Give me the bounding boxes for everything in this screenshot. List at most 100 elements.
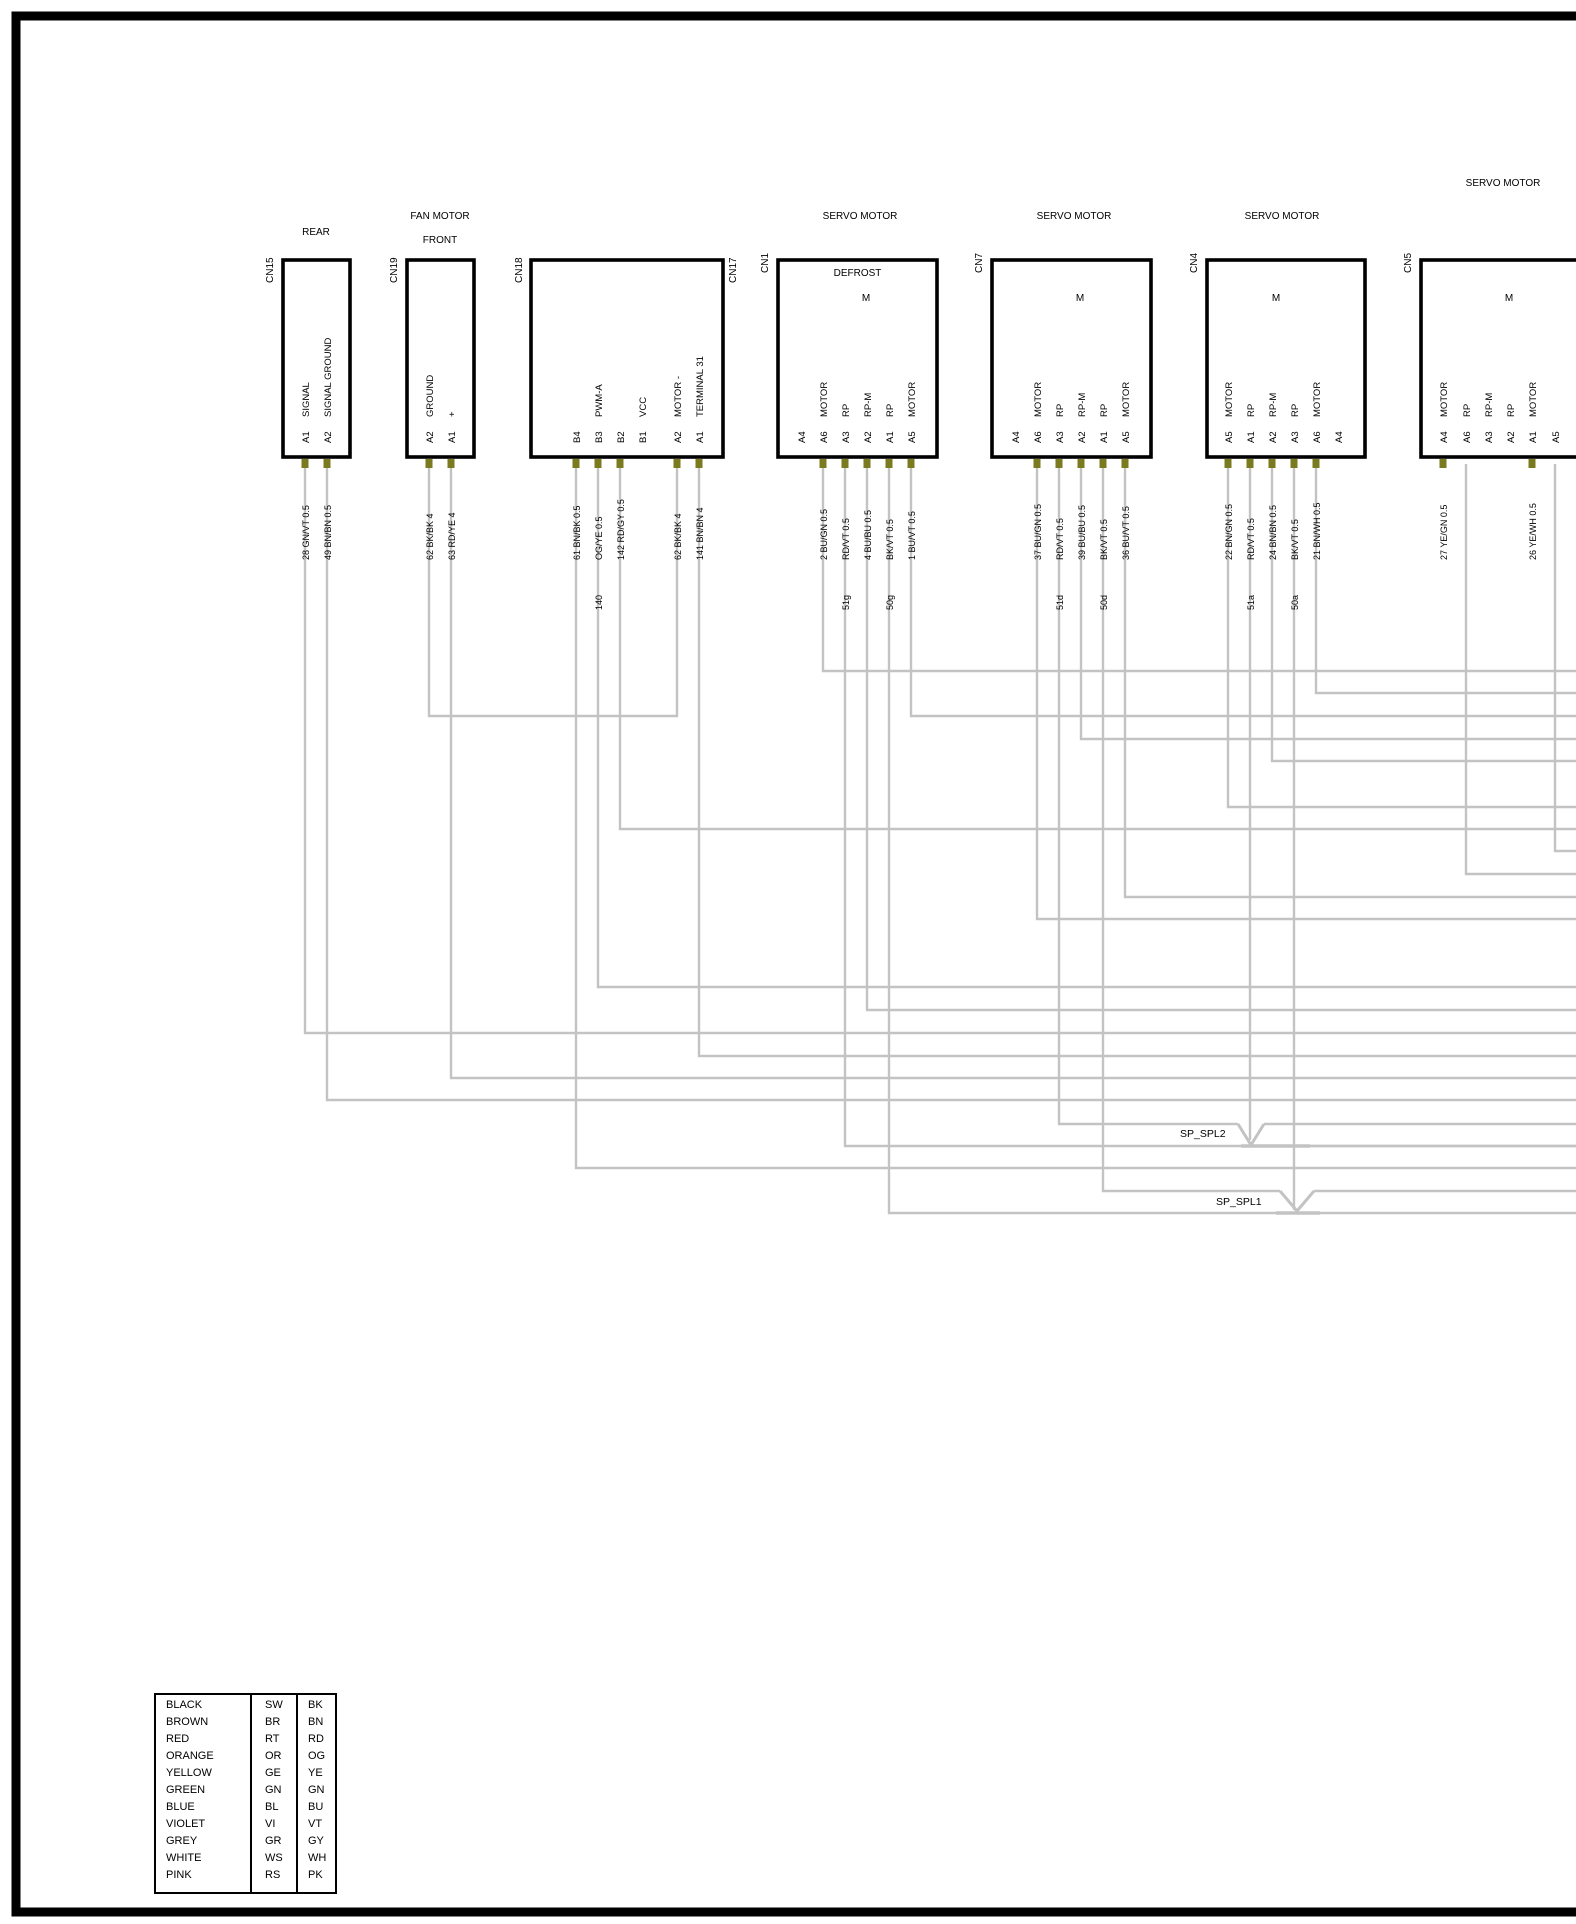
terminal <box>594 459 602 468</box>
pin-label: A1 <box>301 431 312 443</box>
pin-label: A3 <box>841 431 852 443</box>
pin-function: RP <box>885 404 896 417</box>
wire-label: 49 BN/BN 0.5 <box>323 505 333 560</box>
wire-label: 28 GN/VT 0.5 <box>301 505 311 560</box>
pin-function: RP <box>1055 404 1066 417</box>
legend-code-en: OG <box>308 1750 325 1762</box>
pin-label: A5 <box>1121 431 1132 443</box>
pin-label: B1 <box>638 431 649 443</box>
pin-function: RP-M <box>1077 393 1088 417</box>
wire-label: 22 BN/GN 0.5 <box>1224 504 1234 560</box>
pin-label: A6 <box>1462 431 1473 443</box>
connector-id: CN1 <box>760 253 771 273</box>
wire-label: 4 BU/BU 0.5 <box>863 510 873 560</box>
wire-label: BK/VT 0.5 <box>885 519 895 560</box>
pin-function: SIGNAL <box>301 382 312 417</box>
pin-label: A6 <box>819 431 830 443</box>
pin-label: A6 <box>1033 431 1044 443</box>
legend-code-en: BK <box>308 1699 323 1711</box>
terminal <box>1224 459 1232 468</box>
pin-function: SIGNAL GROUND <box>323 338 334 417</box>
wire <box>887 464 1276 1215</box>
terminal <box>1121 459 1129 468</box>
legend-color-name: PINK <box>166 1869 192 1881</box>
wire-label: 26 YE/WH 0.5 <box>1528 503 1538 560</box>
legend-color-name: GREEN <box>166 1784 205 1796</box>
wire <box>1035 464 1576 921</box>
wire-label: 141 BN/BN 4 <box>695 507 705 560</box>
pin-function: + <box>447 411 458 417</box>
wire-label: 63 RD/YE 4 <box>447 512 457 560</box>
legend-code-de: GN <box>265 1784 282 1796</box>
legend-code-de: GR <box>265 1835 282 1847</box>
connector-title: SERVO MOTOR <box>1037 211 1112 222</box>
pin-function: MOTOR <box>1121 382 1132 417</box>
connector-inner-label: DEFROST <box>834 268 882 279</box>
legend-code-de: GE <box>265 1767 281 1779</box>
terminal <box>323 459 331 468</box>
pin-function: MOTOR <box>1312 382 1323 417</box>
pin-label: A2 <box>323 431 334 443</box>
wire-label: 1 BU/VT 0.5 <box>907 511 917 560</box>
connector-title: FAN MOTOR <box>410 211 469 222</box>
pin-label: A4 <box>797 431 808 443</box>
wire-label: RD/VT 0.5 <box>1246 518 1256 560</box>
pin-label: A1 <box>885 431 896 443</box>
wire <box>427 464 679 718</box>
wire-label: 142 RD/GY 0.5 <box>616 499 626 560</box>
terminal <box>1033 459 1041 468</box>
pin-function: GROUND <box>425 375 436 417</box>
connector-title: SERVO MOTOR <box>1466 178 1541 189</box>
pin-label: A3 <box>1484 431 1495 443</box>
legend-code-en: YE <box>308 1767 323 1779</box>
wire <box>821 464 1576 673</box>
connector-id: CN5 <box>1403 253 1414 273</box>
pin-function: TERMINAL 31 <box>695 356 706 417</box>
terminal <box>1268 459 1276 468</box>
wire-label: OG/YE 0.5 <box>594 516 604 560</box>
wire-label: 24 BN/BN 0.5 <box>1268 505 1278 560</box>
legend-code-en: GN <box>308 1784 325 1796</box>
terminal <box>863 459 871 468</box>
terminal <box>572 459 580 468</box>
pin-function: RP-M <box>1268 393 1279 417</box>
terminal <box>425 459 433 468</box>
legend-code-de: RS <box>265 1869 280 1881</box>
legend-color-name: WHITE <box>166 1852 201 1864</box>
wire-layer <box>303 464 1576 1215</box>
legend-color-name: YELLOW <box>166 1767 212 1779</box>
wire <box>1079 464 1576 741</box>
pin-label: A4 <box>1439 431 1450 443</box>
connector-title: SERVO MOTOR <box>823 211 898 222</box>
wire-label: 36 BU/VT 0.5 <box>1121 506 1131 560</box>
wire-label: RD/VT 0.5 <box>1055 518 1065 560</box>
pin-function: RP-M <box>1484 393 1495 417</box>
wire <box>697 464 1576 1058</box>
wire-number: 51g <box>841 595 851 610</box>
pin-label: A2 <box>425 431 436 443</box>
legend-code-de: RT <box>265 1733 280 1745</box>
wire-number: 51a <box>1246 595 1256 610</box>
wire-number: 50g <box>885 595 895 610</box>
connector-title: FRONT <box>423 235 457 246</box>
legend-code-de: WS <box>265 1852 283 1864</box>
pin-label: A2 <box>1077 431 1088 443</box>
legend-code-en: VT <box>308 1818 322 1830</box>
wire-label: 27 YE/GN 0.5 <box>1439 505 1449 560</box>
pin-label: A3 <box>1290 431 1301 443</box>
page-frame <box>11 11 1576 1917</box>
connector-title: SERVO MOTOR <box>1245 211 1320 222</box>
pin-label: A1 <box>447 431 458 443</box>
legend-color-name: RED <box>166 1733 189 1745</box>
pin-function: RP <box>1099 404 1110 417</box>
connector-id: CN17 <box>728 257 739 283</box>
wire <box>596 464 1576 989</box>
pin-label: A4 <box>1334 431 1345 443</box>
motor-symbol: M <box>862 293 870 304</box>
pin-label: A5 <box>907 431 918 443</box>
pin-label: A1 <box>1528 431 1539 443</box>
connector-body <box>1419 258 1576 459</box>
